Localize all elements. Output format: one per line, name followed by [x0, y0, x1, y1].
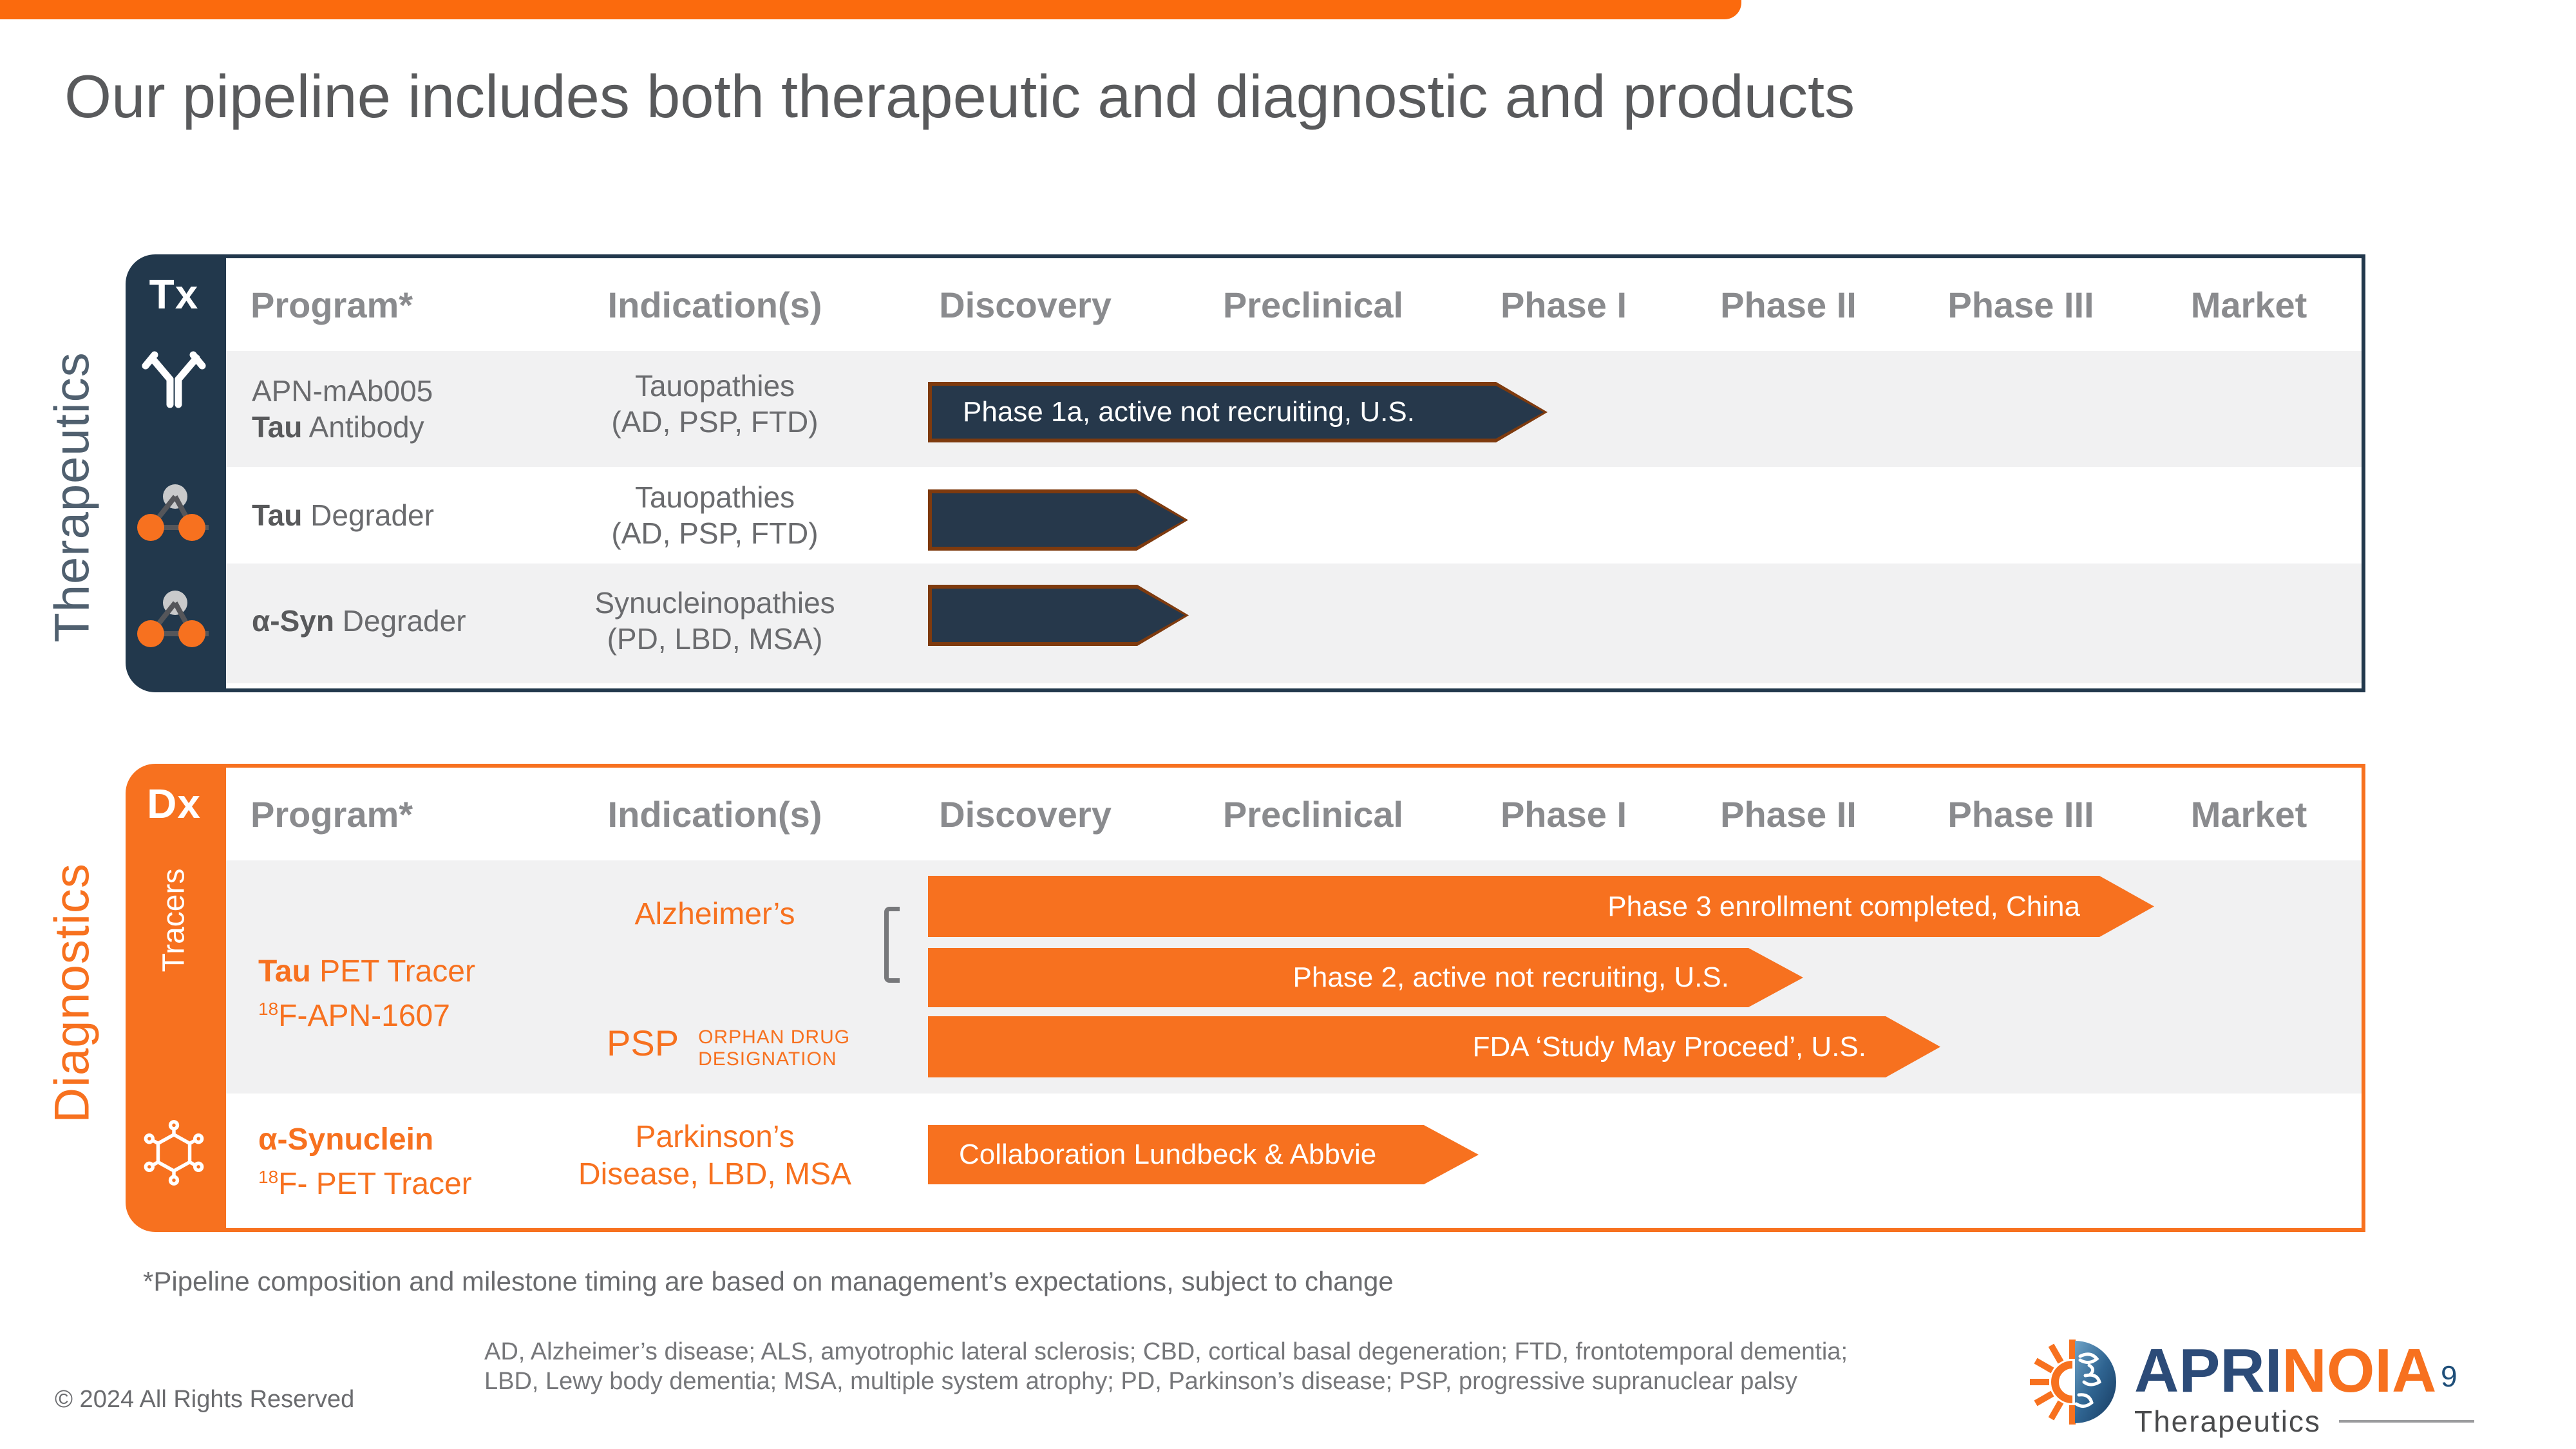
tx-col-preclinical: Preclinical [1222, 284, 1404, 325]
tx-row1-phase-arrow: Phase 1a, active not recruiting, U.S. [928, 382, 1548, 442]
dx-col-discovery: Discovery [939, 793, 1112, 835]
tx-row3-program: α-Syn Degrader [252, 604, 466, 638]
dx-row1-fda-arrow: FDA ‘Study May Proceed’, U.S. [928, 1016, 1940, 1077]
tx-col-program: Program* [251, 284, 413, 325]
antibody-icon [142, 351, 206, 408]
dx-col-program: Program* [251, 793, 413, 835]
dx-row1-phase2-arrow: Phase 2, active not recruiting, U.S. [928, 948, 1803, 1007]
tx-row2-program: Tau Degrader [252, 498, 434, 532]
tx-row2-indication: Tauopathies (AD, PSP, FTD) [611, 480, 819, 550]
dx-col-indication: Indication(s) [607, 793, 822, 835]
top-accent-bar [0, 0, 1741, 19]
abbreviations-note: AD, Alzheimer’s disease; ALS, amyotrophi… [484, 1338, 1848, 1395]
tx-col-phase2: Phase II [1720, 284, 1857, 325]
tx-col-phase1: Phase I [1500, 284, 1627, 325]
molecule-icon [137, 591, 209, 647]
orphan-drug-designation-note: ORPHAN DRUG DESIGNATION [698, 1027, 851, 1070]
tx-row1-program-bold: Tau [252, 410, 303, 444]
diagnostics-section-label: Diagnostics [44, 863, 100, 1123]
dx-col-phase2: Phase II [1720, 793, 1857, 835]
dx-col-phase1: Phase I [1500, 793, 1627, 835]
tx-col-market: Market [2190, 284, 2307, 325]
tx-badge: Tx [149, 271, 199, 317]
dx-row1-indication: Alzheimer’s [634, 897, 795, 931]
dx-row2-program: α-Synuclein 18F- PET Tracer [258, 1122, 472, 1201]
dx-row2-indication: Parkinson’s Disease, LBD, MSA [578, 1120, 852, 1191]
logo-subtitle: Therapeutics [2134, 1405, 2321, 1438]
logo-wordmark: APRINOIA [2134, 1336, 2437, 1405]
dx-row1-psp: PSP ORPHAN DRUG DESIGNATION [607, 1024, 850, 1070]
tx-row1-program-line1: APN-mAb005 [252, 374, 433, 408]
dx-col-market: Market [2190, 793, 2307, 835]
copyright-text: © 2024 All Rights Reserved [55, 1386, 355, 1413]
dx-col-phase3: Phase III [1947, 793, 2094, 835]
tx-col-phase3: Phase III [1947, 284, 2094, 325]
therapeutics-table: Program* Indication(s) Discovery Preclin… [222, 254, 2365, 692]
therapeutics-section-label: Therapeutics [44, 352, 100, 643]
tx-col-indication: Indication(s) [607, 284, 822, 325]
tracer-molecule-icon [144, 1120, 204, 1186]
dx-badge: Dx [147, 781, 201, 827]
dx-row1-program: Tau PET Tracer 18F-APN-1607 [258, 954, 475, 1033]
tx-row3-phase-arrow [928, 585, 1189, 646]
dx-row2-collaboration-arrow: Collaboration Lundbeck & Abbvie [928, 1125, 1479, 1184]
therapeutics-sidebar: Tx [126, 254, 222, 692]
molecule-icon [137, 484, 209, 541]
page-title: Our pipeline includes both therapeutic a… [64, 62, 1855, 130]
tx-row3-indication: Synucleinopathies (PD, LBD, MSA) [594, 586, 835, 656]
dx-col-preclinical: Preclinical [1222, 793, 1404, 835]
tx-row2-phase-arrow [928, 489, 1188, 551]
psp-label: PSP [607, 1023, 679, 1063]
page-number: 9 [2441, 1359, 2458, 1393]
tx-row1-indication: Tauopathies (AD, PSP, FTD) [611, 369, 819, 439]
tx-col-discovery: Discovery [939, 284, 1112, 325]
indication-bracket [884, 907, 900, 983]
diagnostics-table: Program* Indication(s) Discovery Preclin… [222, 764, 2365, 1232]
tx-row1-phase-arrow-label: Phase 1a, active not recruiting, U.S. [932, 386, 1544, 439]
diagnostics-sidebar: Dx Tracers [126, 764, 222, 1232]
logo-rule [2338, 1420, 2474, 1423]
pipeline-footnote: *Pipeline composition and milestone timi… [143, 1266, 1394, 1296]
tracers-label: Tracers [156, 868, 191, 972]
tx-row-band-3 [226, 564, 2362, 683]
logo: APRINOIA Therapeutics [2134, 1336, 2474, 1439]
tx-row1-program-rest: Antibody [302, 410, 424, 444]
sun-brain-logo-icon [2030, 1340, 2116, 1425]
dx-row1-phase3-arrow: Phase 3 enrollment completed, China [928, 876, 2154, 937]
tx-row1-program: APN-mAb005 Tau Antibody [252, 373, 587, 445]
